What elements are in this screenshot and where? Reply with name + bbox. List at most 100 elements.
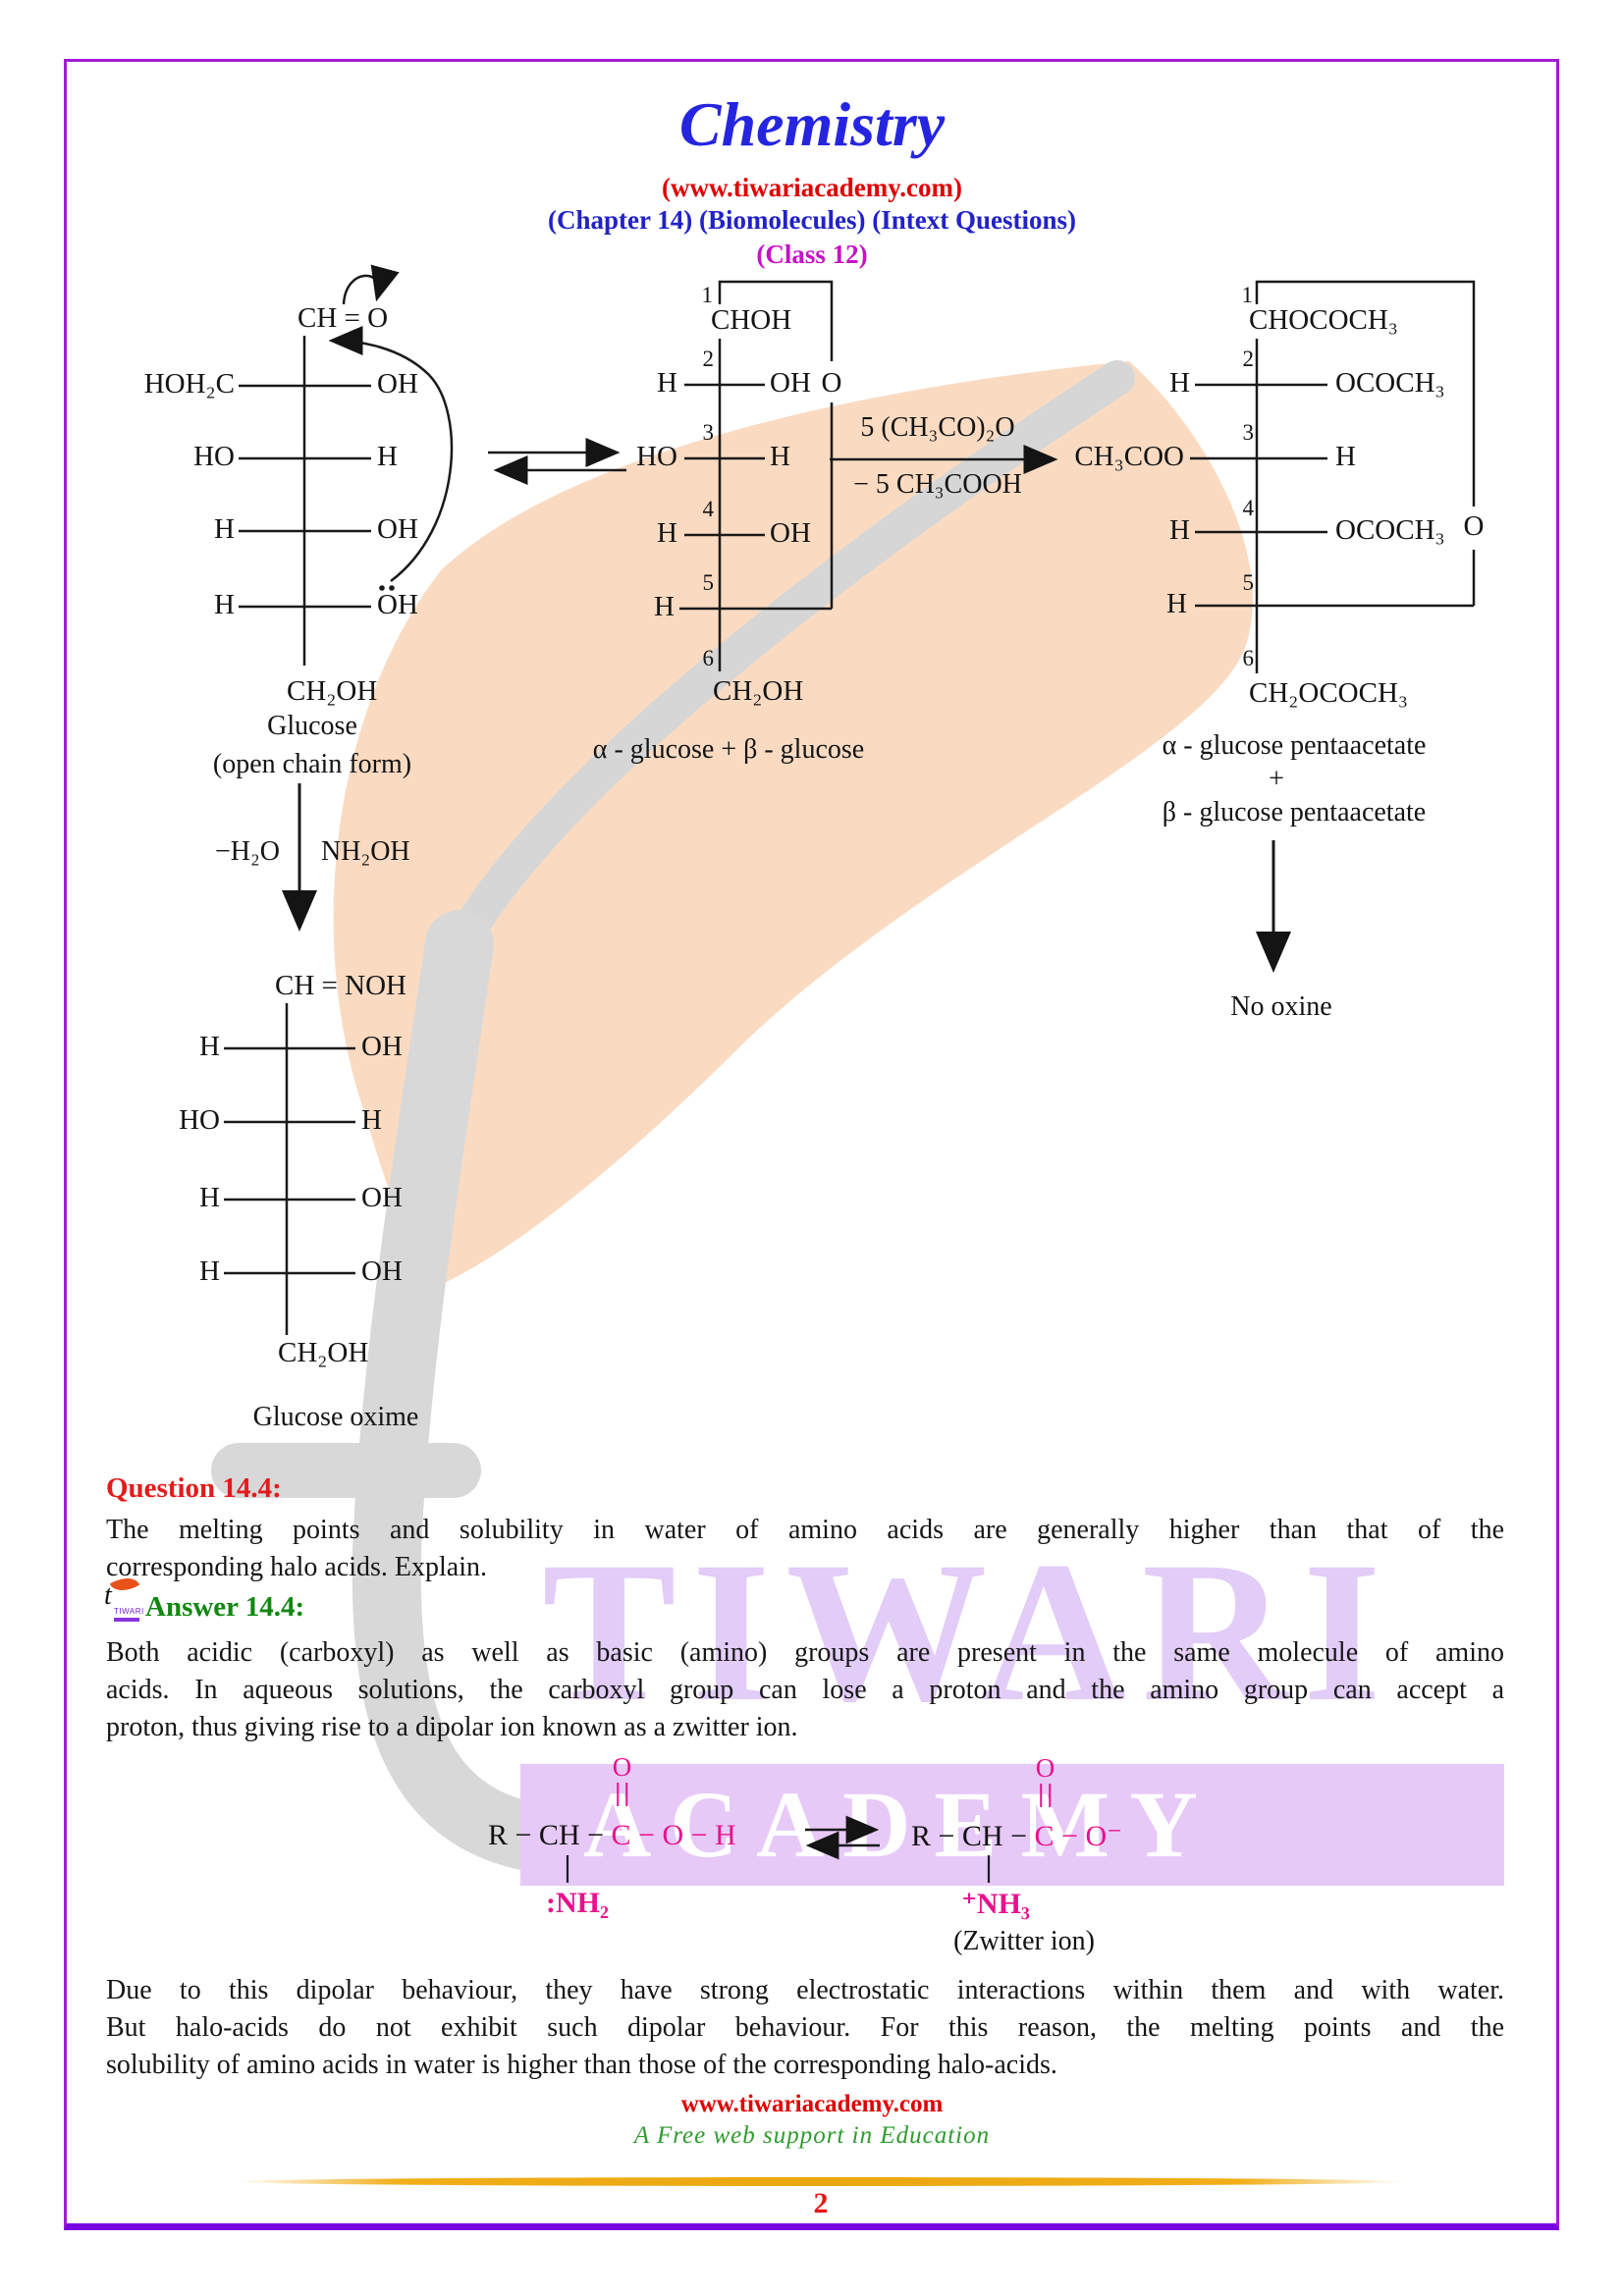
footer-gold-divider <box>236 2177 1404 2186</box>
water-loss-label: −H₂O <box>215 836 280 867</box>
fischer-right-label: OH <box>377 368 418 400</box>
academy-watermark-band: A C A D E M Y <box>520 1764 1504 1886</box>
fischer-left-label: HO <box>193 441 235 472</box>
carbon-number: 3 <box>702 420 715 445</box>
oxime-group-label: CH = NOH <box>275 970 406 1001</box>
double-bond-icon <box>1040 1784 1052 1807</box>
aldehyde-group-label: CH = O <box>298 302 389 334</box>
structure-caption: α - glucose + β - glucose <box>592 734 865 765</box>
fischer-left-label: HO <box>179 1104 220 1136</box>
fischer-right-label: H <box>377 441 398 472</box>
terminal-group-label: CH₂OCOCH₃ <box>1249 677 1409 709</box>
answer-heading-row: t TIWARI Answer 14.4: <box>104 1571 305 1624</box>
product-caption-beta: β - glucose pentaacetate <box>1162 797 1427 828</box>
carbon-number: 4 <box>1242 496 1255 520</box>
fischer-right-label: OCOCH₃ <box>1335 367 1445 399</box>
ammonium-group-label: ⁺NH₃ <box>961 1888 1030 1920</box>
fischer-right-label: OH <box>361 1182 403 1213</box>
c1-group-label: CHOCOCH₃ <box>1249 304 1398 336</box>
carbon-number: 1 <box>701 283 714 307</box>
fischer-right-label: H <box>770 441 790 472</box>
leaf-vein-swoosh <box>442 360 1135 965</box>
closing-text-line: Due to this dipolar behaviour, they have… <box>106 1975 1504 2005</box>
answer-text-line: Both acidic (carboxyl) as well as basic … <box>106 1637 1504 1668</box>
fischer-right-label: OH <box>361 1031 403 1062</box>
byproduct-below-arrow: − 5 CH₃COOH <box>853 469 1022 500</box>
question-text-line: corresponding halo acids. Explain. <box>106 1552 488 1582</box>
logo-t-glyph: t <box>104 1580 112 1611</box>
carbon-number: 6 <box>702 646 715 670</box>
fischer-left-label: H <box>199 1182 220 1213</box>
formula-pink-part: C − O⁻ <box>1034 1820 1122 1852</box>
question-text-line: The melting points and solubility in wat… <box>106 1515 1504 1545</box>
carboxyl-group: O C − O − H <box>611 1754 736 1852</box>
ring-oxygen-label: O <box>1463 510 1485 542</box>
fischer-left-label: H <box>1166 588 1187 619</box>
page-number: 2 <box>813 2187 829 2219</box>
plus-sign: + <box>1269 764 1284 794</box>
carbon-number: 1 <box>1241 283 1254 307</box>
terminal-group-label: CH₂OH <box>278 1337 369 1368</box>
closing-text-line: But halo-acids do not exhibit such dipol… <box>106 2012 1504 2043</box>
fischer-left-label: H <box>654 591 675 622</box>
product-caption-alpha: α - glucose pentaacetate <box>1162 730 1427 761</box>
closing-text-line: solubility of amino acids in water is hi… <box>106 2050 1057 2080</box>
fischer-left-label: HOH₂C <box>143 368 235 400</box>
c1-group-label: CHOH <box>711 304 792 336</box>
carbon-number: 5 <box>702 570 715 595</box>
no-oxine-label: No oxine <box>1230 991 1332 1022</box>
fischer-right-label: OH <box>361 1255 403 1287</box>
carbonyl-oxygen: O <box>612 1752 632 1782</box>
question-heading: Question 14.4: <box>106 1472 282 1504</box>
fischer-left-label: H <box>1169 367 1190 399</box>
fischer-left-label: H <box>199 1031 220 1062</box>
zwitter-ion-caption: (Zwitter ion) <box>953 1926 1095 1956</box>
structure-caption: (open chain form) <box>212 749 412 779</box>
carbon-number: 3 <box>1242 420 1255 445</box>
logo-underline <box>114 1618 139 1622</box>
terminal-group-label: CH₂OH <box>287 675 378 707</box>
fischer-right-label: H <box>361 1104 382 1136</box>
amine-group-label: :NH₂ <box>546 1887 609 1919</box>
fischer-right-label: OH <box>770 367 811 399</box>
structure-caption: Glucose <box>267 711 357 741</box>
fischer-left-label: H <box>657 517 677 549</box>
tiwari-watermark-text: TIWARI <box>542 1521 1397 1743</box>
fischer-right-label: OH <box>770 517 811 549</box>
carbonyl-oxygen: O <box>1035 1753 1055 1783</box>
fischer-right-label: OH <box>377 513 418 545</box>
answer-text-line: acids. In aqueous solutions, the carboxy… <box>106 1675 1504 1705</box>
structure-caption: Glucose oxime <box>252 1402 419 1432</box>
fischer-left-label: H <box>199 1255 220 1287</box>
chapter-subtitle: (Chapter 14) (Biomolecules) (Intext Ques… <box>548 205 1076 235</box>
formula-pink-part: C − O − H <box>611 1819 736 1851</box>
carboxylate-group: O C − O⁻ <box>1034 1755 1122 1853</box>
footer-tagline: A Free web support in Education <box>633 2122 991 2149</box>
carbon-number: 2 <box>1242 347 1255 371</box>
carbon-number: 5 <box>1242 570 1255 595</box>
terminal-group-label: CH₂OH <box>713 675 804 707</box>
fischer-left-label: CH₃COO <box>1074 441 1184 472</box>
class-line: (Class 12) <box>756 240 868 269</box>
leaf-watermark-shape <box>333 361 1253 1291</box>
fischer-left-label: H <box>1169 514 1190 546</box>
carbon-number: 6 <box>1242 646 1255 670</box>
logo-wordmark: TIWARI <box>114 1607 144 1616</box>
carbonyl-double-bond: O <box>1036 1755 1055 1807</box>
fischer-left-label: H <box>657 367 677 399</box>
formula-black-part: R − CH − <box>488 1819 612 1851</box>
amino-acid-formula: R − CH − O C − O − H <box>488 1754 736 1852</box>
answer-text-line: proton, thus giving rise to a dipolar io… <box>106 1712 798 1742</box>
carbon-number: 4 <box>702 497 715 521</box>
watermark-t-stem <box>352 910 609 1876</box>
reagent-above-arrow: 5 (CH₃CO)₂O <box>860 412 1015 443</box>
carbonyl-double-bond: O <box>612 1752 632 1806</box>
double-bond-icon <box>617 1783 628 1806</box>
fischer-right-label: OCOCH₃ <box>1335 514 1445 546</box>
answer-heading: Answer 14.4: <box>145 1591 305 1623</box>
hydroxylamine-label: NH₂OH <box>321 836 410 867</box>
page-title: Chemistry <box>678 89 946 159</box>
carbon-number: 2 <box>702 347 715 371</box>
